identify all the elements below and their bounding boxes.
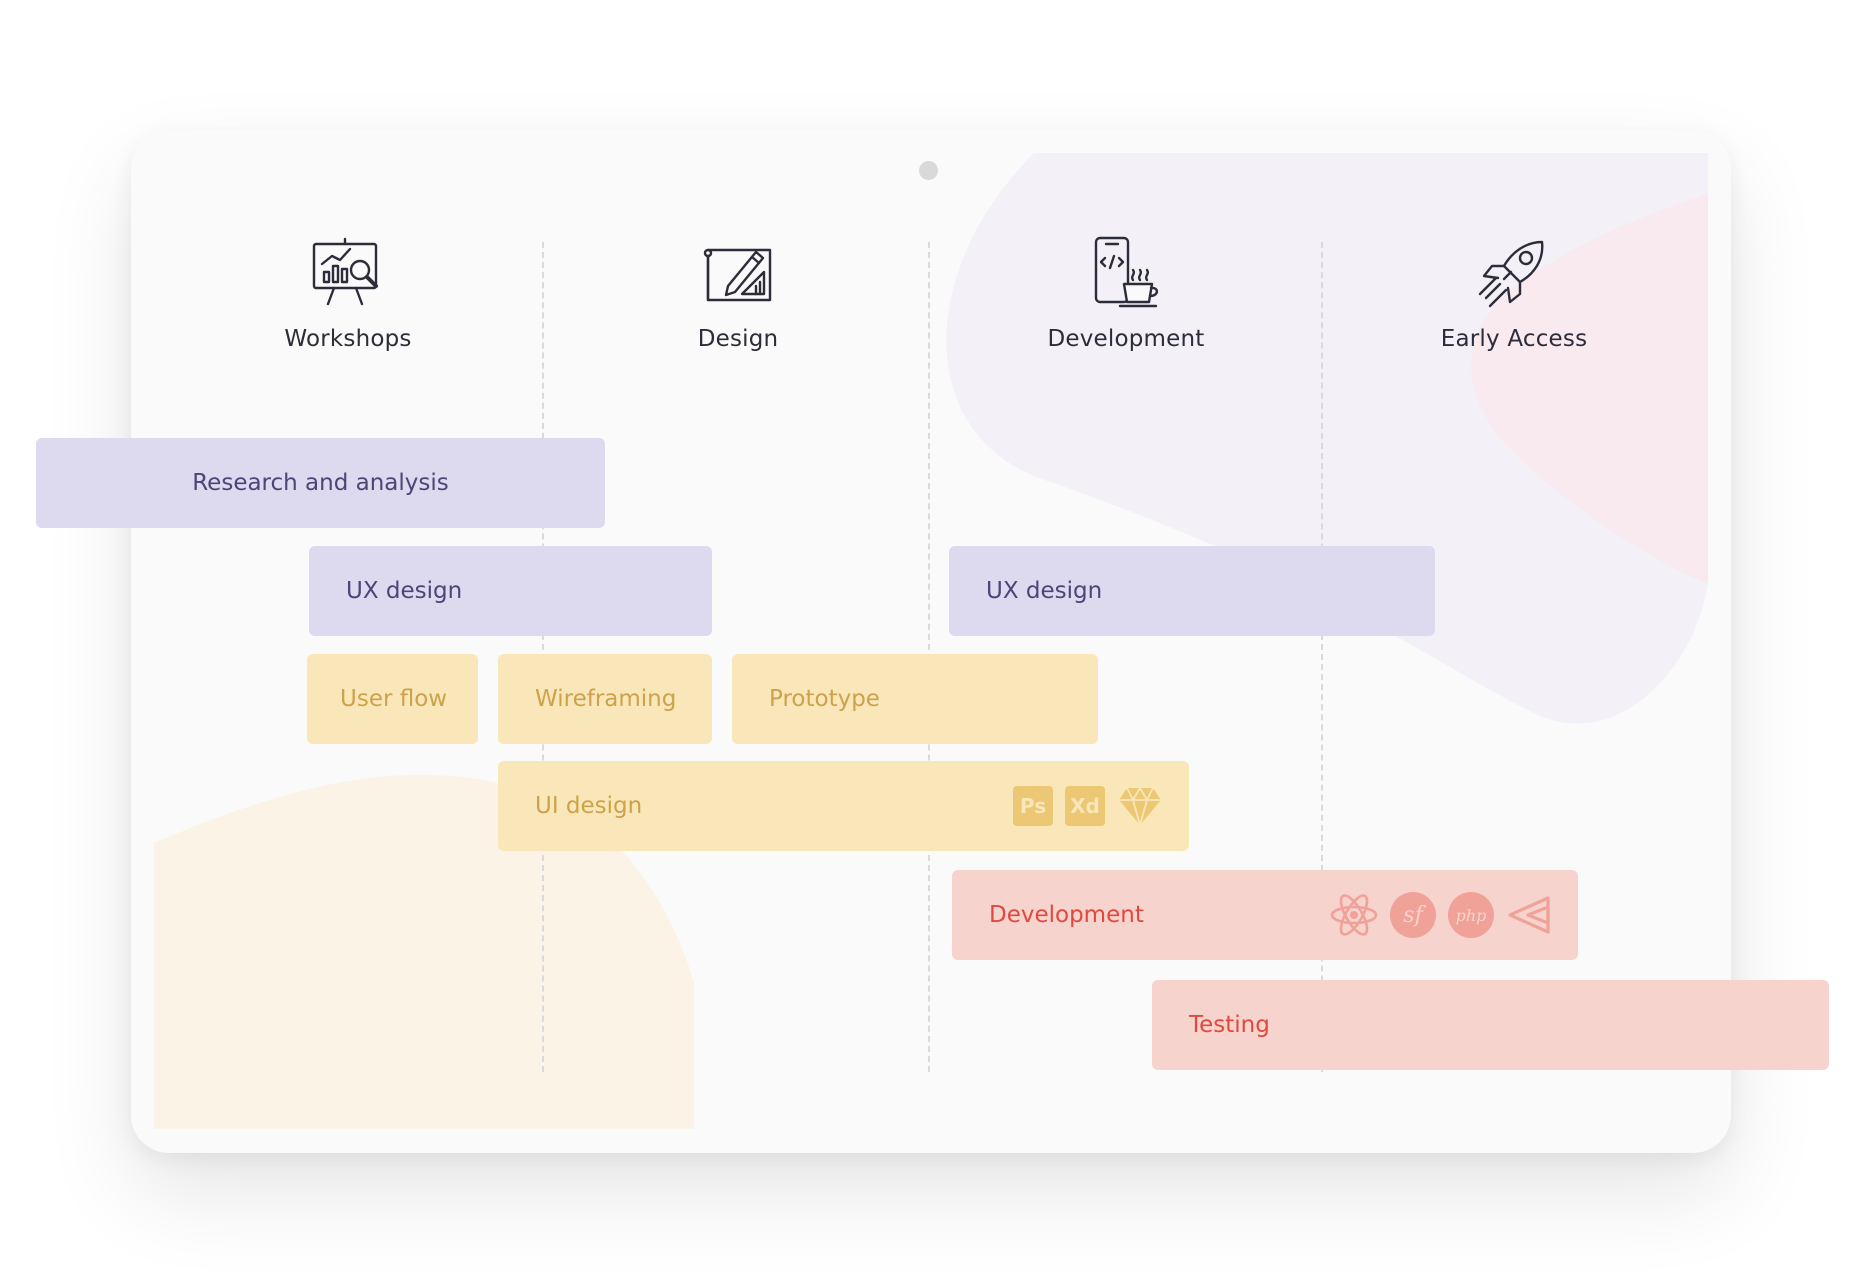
task-label: Research and analysis — [192, 470, 449, 496]
task-user-flow[interactable]: User flow — [307, 654, 478, 744]
task-ui-design[interactable]: UI design Ps Xd — [498, 761, 1189, 851]
development-tools: sf php — [1330, 870, 1552, 960]
phase-label: Design — [697, 326, 779, 352]
task-ux-design[interactable]: UX design — [309, 546, 712, 636]
task-label: Testing — [1189, 1012, 1270, 1038]
vue-logo-icon — [1508, 896, 1550, 934]
task-research-and-analysis[interactable]: Research and analysis — [36, 438, 605, 528]
task-label: Prototype — [769, 686, 880, 712]
task-label: UX design — [346, 578, 463, 604]
phase-workshops: Workshops — [218, 236, 478, 352]
task-testing[interactable]: Testing — [1152, 980, 1829, 1070]
sketch-diamond-icon — [1119, 787, 1161, 826]
xd-badge: Xd — [1065, 786, 1105, 826]
phone-code-coffee-icon — [1094, 236, 1159, 308]
phase-development: Development — [996, 236, 1256, 352]
symfony-badge: sf — [1390, 892, 1436, 938]
task-label: Development — [989, 902, 1144, 928]
task-label: Wireframing — [535, 686, 677, 712]
blueprint-pencil-icon — [703, 248, 772, 302]
phase-early-access: Early Access — [1384, 236, 1644, 352]
presentation-analytics-icon — [312, 237, 378, 306]
php-badge: php — [1448, 892, 1494, 938]
rocket-icon — [1478, 240, 1544, 308]
task-development[interactable]: Development sf php — [952, 870, 1578, 960]
task-label: UX design — [986, 578, 1103, 604]
phase-label: Early Access — [1440, 326, 1588, 352]
photoshop-badge: Ps — [1013, 786, 1053, 826]
phase-design: Design — [608, 236, 868, 352]
task-wireframing[interactable]: Wireframing — [498, 654, 712, 744]
timeline-divider — [1321, 242, 1323, 1072]
react-atom-icon — [1330, 894, 1378, 936]
phase-label: Development — [1047, 326, 1205, 352]
phase-label: Workshops — [284, 326, 412, 352]
task-label: User flow — [340, 686, 448, 712]
task-label: UI design — [535, 793, 643, 819]
tablet-camera — [919, 161, 938, 180]
task-prototype[interactable]: Prototype — [732, 654, 1098, 744]
ui-design-tools: Ps Xd — [1013, 761, 1163, 851]
task-ux-design[interactable]: UX design — [949, 546, 1435, 636]
